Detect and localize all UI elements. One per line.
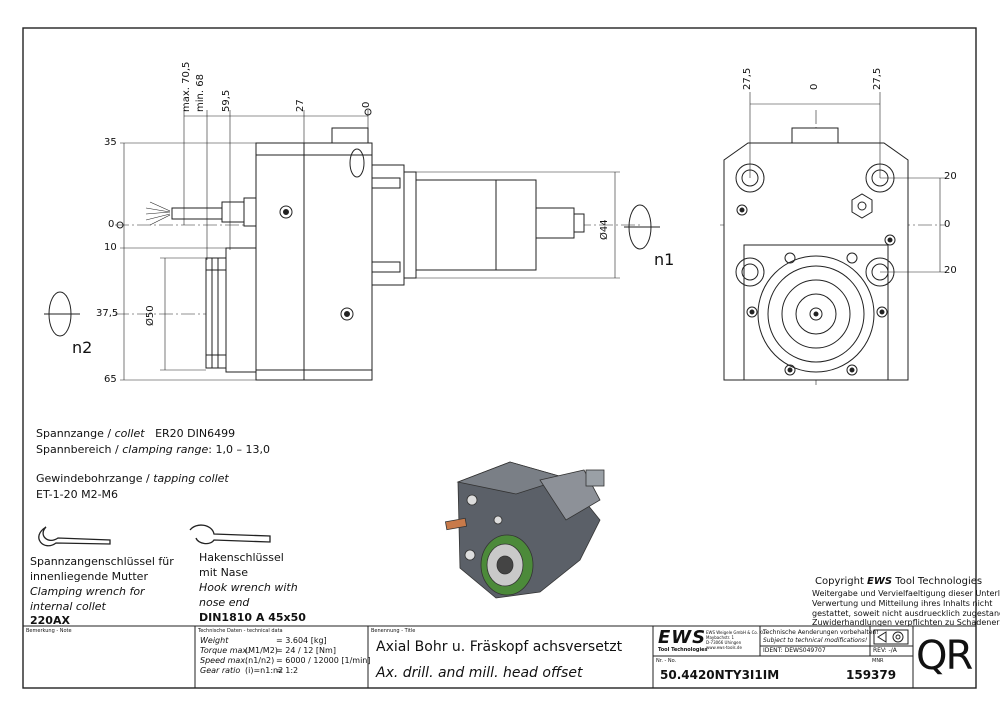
copyright-line-3: gestattet, soweit nicht ausdruecklich zu…: [812, 609, 1000, 618]
tech-label: Technische Daten - technical data: [198, 628, 283, 634]
dim-min: min. 68: [195, 74, 206, 112]
front-dim-center: 0: [809, 83, 820, 90]
product-render: [444, 461, 605, 599]
changes-de: Technische Aenderungen vorbehalten!: [763, 629, 879, 636]
copyright-line-4: Zuwiderhandlungen verpflichten zu Schade…: [812, 618, 1000, 627]
dim-59: 59,5: [221, 89, 232, 112]
tech-gear-key: Gear ratio: [200, 666, 241, 675]
wrench2-de1: Hakenschlüssel: [199, 551, 284, 564]
dim-37: 37,5: [96, 308, 119, 319]
wrench1-de2: innenliegende Mutter: [30, 570, 148, 583]
wrench1-de1: Spannzangenschlüssel für: [30, 555, 174, 568]
changes-en: Subject to technical modifications!: [763, 637, 868, 644]
note-tapping-collet: Gewindebohrzange / tapping collet: [36, 472, 229, 485]
title-de: Axial Bohr u. Fräskopf achsversetzt: [376, 639, 623, 655]
tech-torque-unit: (M1/M2): [245, 646, 278, 655]
dim-0-left: 0: [108, 219, 115, 230]
part-number: 50.4420NTY3I1IM: [660, 668, 780, 682]
ews-logo-sub: Tool Technologies: [658, 647, 708, 653]
qr-label: QR: [916, 633, 973, 679]
front-dim-20-top: 20: [944, 171, 957, 182]
tech-weight-key: Weight: [200, 636, 229, 645]
copyright-line-2: Verwertung und Mitteilung ihres Inhalts …: [812, 599, 993, 608]
front-dim-20-bottom: 20: [944, 265, 957, 276]
note-collet: Spannzange / collet ER20 DIN6499: [36, 427, 236, 440]
wrench1-en1: Clamping wrench for: [30, 585, 145, 598]
note-tapping-spec: ET-1-20 M2-M6: [36, 488, 119, 501]
ident: IDENT: DEWS049707: [763, 647, 826, 654]
dim-0-top: 0: [361, 101, 372, 108]
revision: REV: -/A: [873, 647, 897, 654]
symbol-box: [873, 629, 909, 645]
label-n2: n2: [72, 338, 93, 357]
tech-speed-val: = 6000 / 12000 [1/min]: [276, 656, 371, 665]
nr-label: Nr. - No.: [656, 658, 677, 664]
tech-torque-key: Torque max.: [200, 646, 250, 655]
title-label: Benennung - Title: [371, 628, 416, 634]
tech-torque-val: = 24 / 12 [Nm]: [276, 646, 336, 655]
wrench2-en2: nose end: [199, 596, 250, 609]
dim-dia44: Ø44: [599, 219, 610, 240]
note-label: Bemerkung - Note: [26, 628, 72, 634]
label-n1: n1: [654, 250, 675, 269]
company-address: EWS Weigele GmbH & Co. KG Maybachstr. 1 …: [706, 630, 766, 650]
title-en: Ax. drill. and mill. head offset: [376, 665, 583, 681]
mnr-value: 159379: [846, 668, 897, 682]
note-clamping-range: Spannbereich / clamping range: 1,0 – 13,…: [36, 443, 270, 456]
front-view: [720, 92, 946, 385]
side-view: [44, 108, 660, 381]
dim-35: 35: [104, 137, 117, 148]
sheet-frame: [22, 27, 977, 689]
copyright-line-1: Weitergabe und Vervielfaeltigung dieser …: [812, 589, 1000, 598]
dim-max: max. 70,5: [181, 61, 192, 112]
tech-weight-val: = 3.604 [kg]: [276, 636, 327, 645]
front-dim-0: 0: [944, 219, 951, 230]
dim-27: 27: [295, 99, 306, 112]
wrench-icons: [38, 524, 271, 547]
front-dim-right: 27,5: [872, 67, 883, 90]
front-dim-left: 27,5: [742, 67, 753, 90]
dim-65: 65: [104, 374, 117, 385]
mnr-label: MNR: [872, 658, 884, 664]
dim-dia50: Ø50: [145, 305, 156, 326]
dim-10: 10: [104, 242, 117, 253]
copyright-title: Copyright EWS Tool Technologies: [815, 576, 983, 587]
ews-logo: EWS: [658, 627, 707, 648]
tech-gear-val: = 1:2: [276, 666, 299, 675]
wrench1-en2: internal collet: [30, 600, 106, 613]
tech-speed-key: Speed max.: [200, 656, 248, 665]
wrench2-code: DIN1810 A 45x50: [199, 611, 306, 624]
tech-speed-unit: (n1/n2): [245, 656, 275, 665]
wrench1-code: 220AX: [30, 614, 70, 627]
tech-gear-unit: (i)=n1:n2: [245, 666, 284, 675]
wrench2-en1: Hook wrench with: [199, 581, 298, 594]
wrench2-de2: mit Nase: [199, 566, 249, 579]
